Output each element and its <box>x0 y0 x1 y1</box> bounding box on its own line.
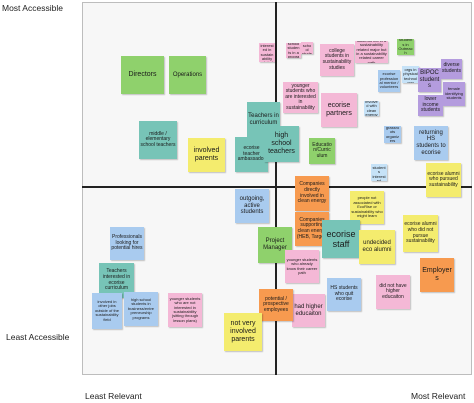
sticky-diverse-students[interactable]: diverse students <box>441 59 462 79</box>
sticky-no-higher-education[interactable]: did not have higher educaiton <box>376 275 410 309</box>
sticky-female-students[interactable]: female identifying students <box>443 82 465 106</box>
most-accessible-label: Most Accessible <box>2 3 63 13</box>
sticky-ecorise-partners[interactable]: ecorise partners <box>321 93 357 127</box>
sticky-ecorise-staff[interactable]: ecorise staff <box>322 220 360 258</box>
sticky-returning-hs[interactable]: returning HS students to ecorise <box>414 126 448 160</box>
sticky-undecided-alumni[interactable]: undecided eco alumni <box>359 230 395 264</box>
sticky-college-students[interactable]: college students in sustainability studi… <box>320 44 354 76</box>
sticky-teachers-interested[interactable]: Teachers interested in ecorise curriculu… <box>99 263 134 298</box>
sticky-students-career-path[interactable]: students not in a sustainability related… <box>355 41 388 63</box>
most-relevant-label: Most Relevant <box>411 391 466 401</box>
sticky-tiny-3[interactable]: middle school students <box>301 42 313 54</box>
sticky-not-very-involved-parents[interactable]: not very involved parents <box>224 313 262 351</box>
sticky-younger-interested[interactable]: younger students who are interested in s… <box>283 82 318 113</box>
sticky-high-school-teachers[interactable]: high school teachers <box>264 126 299 162</box>
least-relevant-label: Least Relevant <box>85 391 142 401</box>
horizontal-axis <box>82 186 472 188</box>
sticky-involved-other-jobs[interactable]: involved in other jobs outside of the su… <box>92 293 122 329</box>
sticky-ecorise-ambassador[interactable]: ecorise teacher ambassador <box>235 137 268 172</box>
sticky-younger-career-path[interactable]: younger students who already know their … <box>285 250 319 283</box>
sticky-ecorise-volunteers[interactable]: ecorise professional mentor / volunteers <box>378 70 400 92</box>
sticky-student-orgs[interactable]: student orgs in physical technology <box>402 66 419 83</box>
sticky-tiny-1[interactable]: students interested in sustainability re… <box>259 43 275 62</box>
sticky-hs-quit[interactable]: HS students who quit ecorise <box>327 278 361 311</box>
sticky-had-higher-education[interactable]: had higher educaiton <box>292 294 325 327</box>
sticky-alumni-pursued[interactable]: ecorise alumni who pursued sustainabilit… <box>426 163 461 197</box>
sticky-directors[interactable]: Directors <box>121 56 164 94</box>
sticky-employers[interactable]: Employers <box>420 258 454 292</box>
sticky-potential-employees[interactable]: potential / prospective employees <box>259 289 293 321</box>
sticky-companies-involved[interactable]: Companies directly involved in clean ene… <box>295 176 329 211</box>
sticky-professionals-hiring[interactable]: Professionals looking for potential hire… <box>110 227 144 260</box>
sticky-bipoc-students[interactable]: BIPOC students <box>418 68 441 92</box>
sticky-people-not-associated[interactable]: people not associated with EcoRise or su… <box>350 191 384 224</box>
sticky-involved-parents[interactable]: involved parents <box>188 138 225 172</box>
sticky-middle-school-teachers[interactable]: middle / elementary school teachers <box>139 121 177 159</box>
sticky-tiny-2[interactable]: high school students in a program <box>286 43 301 58</box>
sticky-hs-interested[interactable]: HS students interested <box>371 164 387 181</box>
sticky-education-curriculum[interactable]: Educatio n/Curric ulum <box>309 138 335 164</box>
vertical-axis <box>275 2 277 375</box>
sticky-directly-involved[interactable]: directly involved with clean energy jobs <box>364 101 379 116</box>
sticky-grassroots[interactable]: grassroots organiz ers <box>384 126 401 143</box>
sticky-lower-income[interactable]: lower income students <box>418 95 443 116</box>
sticky-outgoing-students[interactable]: outgoing, active students <box>235 189 269 223</box>
least-accessible-label: Least Accessible <box>6 332 70 342</box>
sticky-hs-business[interactable]: high school students in business/entre p… <box>124 292 158 326</box>
sticky-teachers-curriculum[interactable]: Teachers in curriculum <box>247 102 280 138</box>
sticky-outreach[interactable]: Students in Outreach <box>397 39 414 55</box>
sticky-younger-not-interested[interactable]: younger students who are not interested … <box>168 293 202 327</box>
sticky-alumni-not-pursue[interactable]: ecorise alumni who did not pursue sustai… <box>403 215 438 252</box>
sticky-operations[interactable]: Operations <box>169 56 206 94</box>
